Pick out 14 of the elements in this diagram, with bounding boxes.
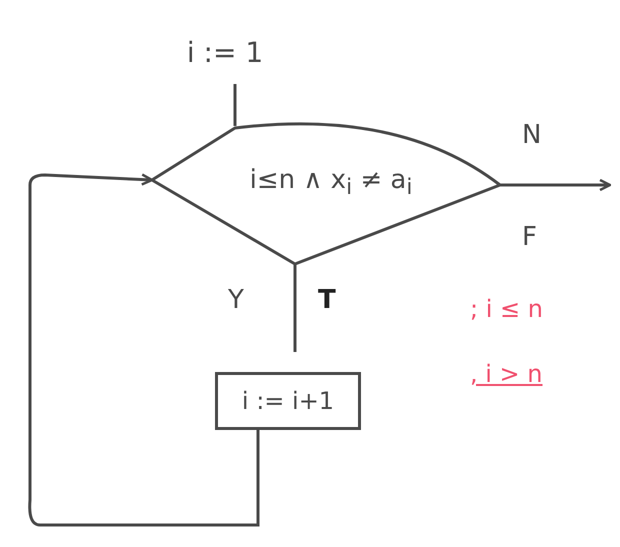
process-box: i := i+1 [215, 372, 361, 430]
branch-label: Y [228, 285, 244, 315]
connector-line [234, 84, 236, 126]
assignment-text: i := 1 [155, 28, 295, 76]
branch-label: T [318, 285, 336, 315]
condition-text: i≤n ∧ x$_{i}$ ≠ a$_{i}$ [250, 165, 412, 201]
arrow [500, 178, 612, 192]
note-text: , i > n [470, 360, 543, 388]
note-text: ; i ≤ n [470, 295, 543, 323]
arrow [28, 173, 260, 526]
connector-line [294, 264, 296, 352]
decision-diamond [150, 120, 502, 266]
branch-label: F [522, 222, 537, 252]
branch-label: N [522, 120, 542, 150]
